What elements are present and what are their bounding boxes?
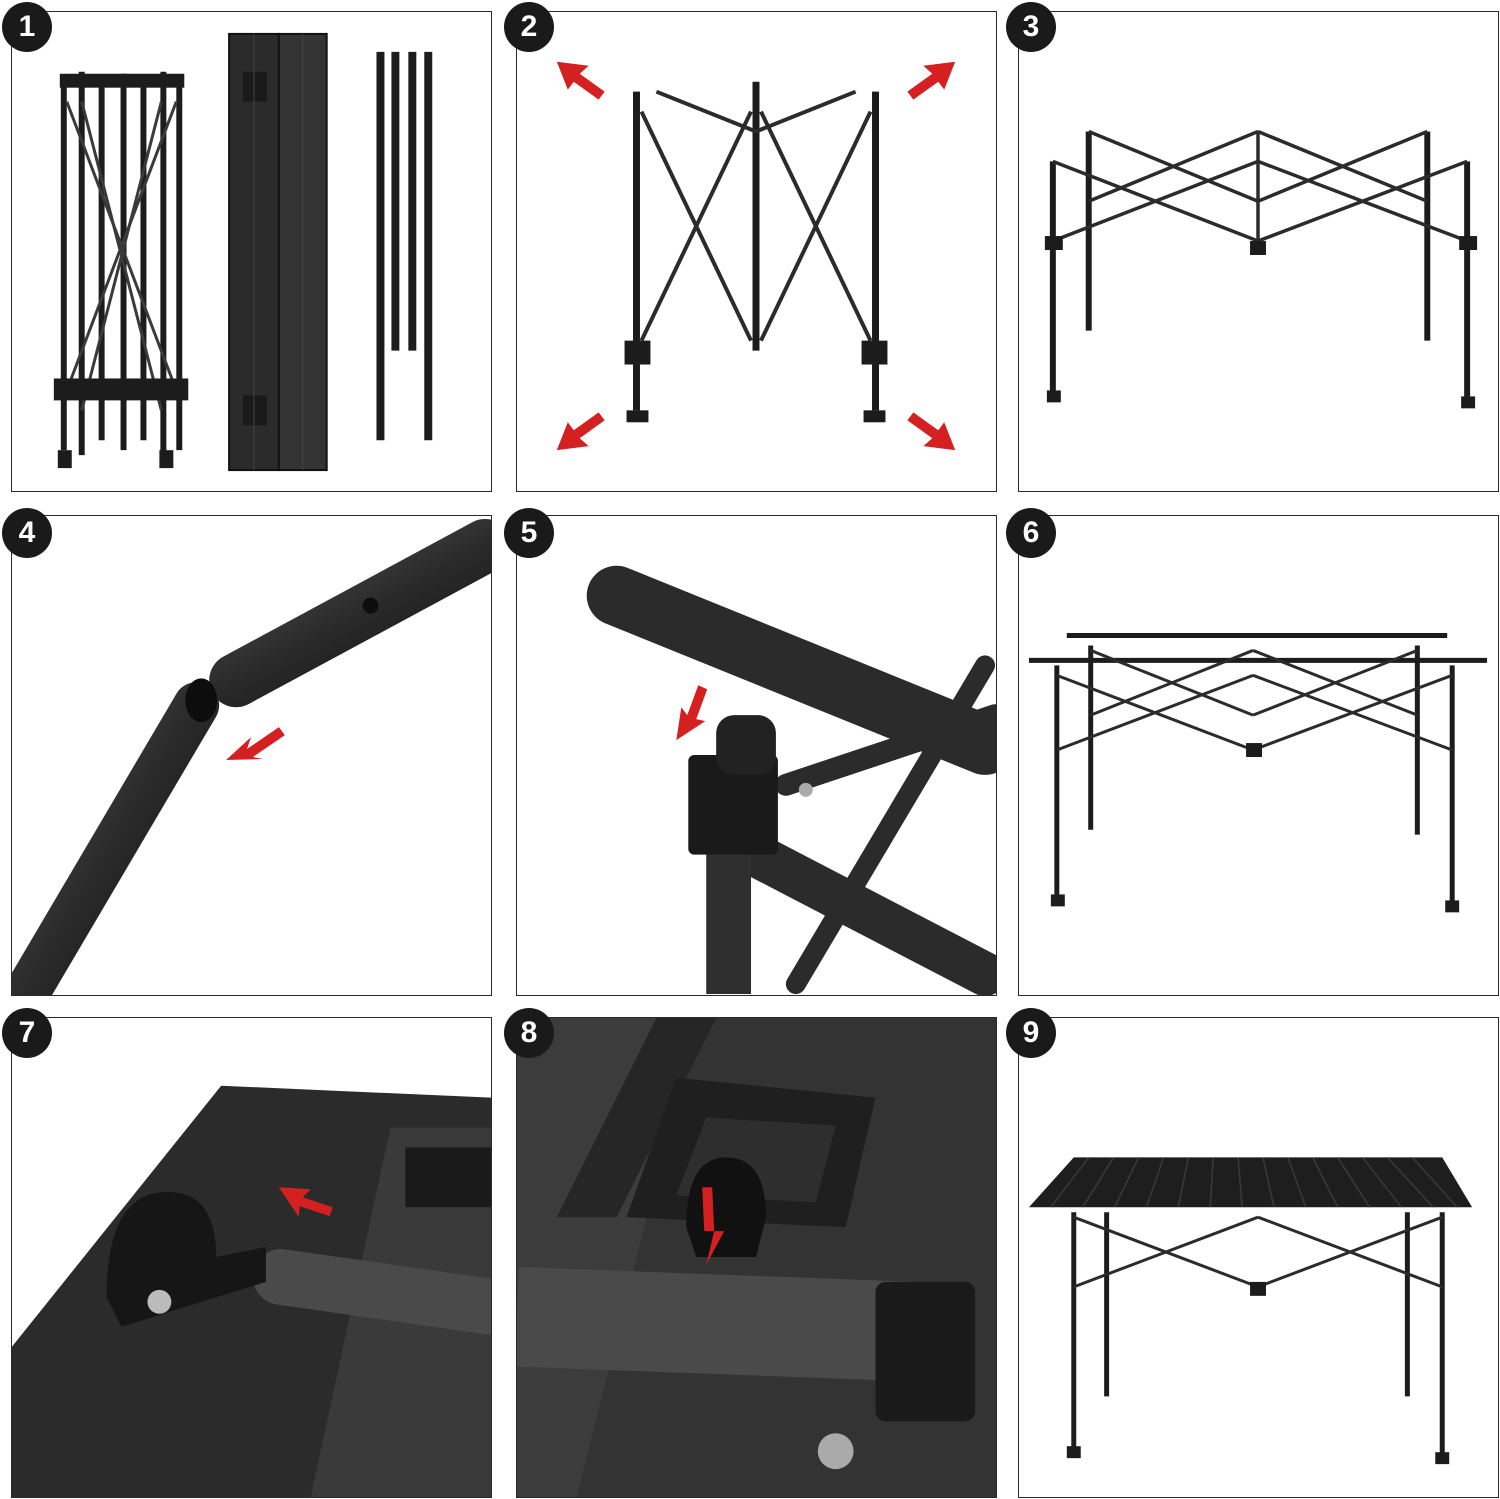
step-badge-7: 7 xyxy=(2,1008,52,1058)
step-badge-9: 9 xyxy=(1006,1008,1056,1058)
tabletop-clip-icon xyxy=(12,1085,491,1497)
step-badge-5: 5 xyxy=(504,508,554,558)
step-badge-6: 6 xyxy=(1006,508,1056,558)
step-9-panel xyxy=(1018,1017,1499,1498)
folded-frame-and-tabletop-icon xyxy=(53,32,433,472)
expanding-frame-icon xyxy=(556,61,956,451)
step-badge-1: 1 xyxy=(2,2,52,52)
insert-arrow-icon xyxy=(226,727,285,760)
down-arrow-icon xyxy=(702,1187,725,1265)
frame-with-rails-icon xyxy=(1028,633,1488,913)
step-badge-4: 4 xyxy=(2,508,52,558)
assembled-table-icon xyxy=(1028,1156,1473,1465)
clip-tube-insert-icon xyxy=(586,565,996,995)
step-8-panel xyxy=(516,1017,997,1498)
step-badge-8: 8 xyxy=(504,1008,554,1058)
step-4-panel xyxy=(11,515,492,996)
expanded-frame-icon xyxy=(1044,129,1478,409)
step-6-panel xyxy=(1018,515,1499,996)
tube-connection-icon xyxy=(12,518,491,995)
step-badge-2: 2 xyxy=(504,2,554,52)
step-5-panel xyxy=(516,515,997,996)
expand-arrows-icon xyxy=(556,61,956,451)
underside-clip-icon xyxy=(517,1018,996,1497)
step-1-panel xyxy=(11,11,492,492)
step-3-panel xyxy=(1018,11,1499,492)
down-arrow-icon xyxy=(676,685,708,741)
left-arrow-icon xyxy=(278,1187,333,1218)
step-2-panel xyxy=(516,11,997,492)
step-7-panel xyxy=(11,1017,492,1498)
step-badge-3: 3 xyxy=(1006,2,1056,52)
